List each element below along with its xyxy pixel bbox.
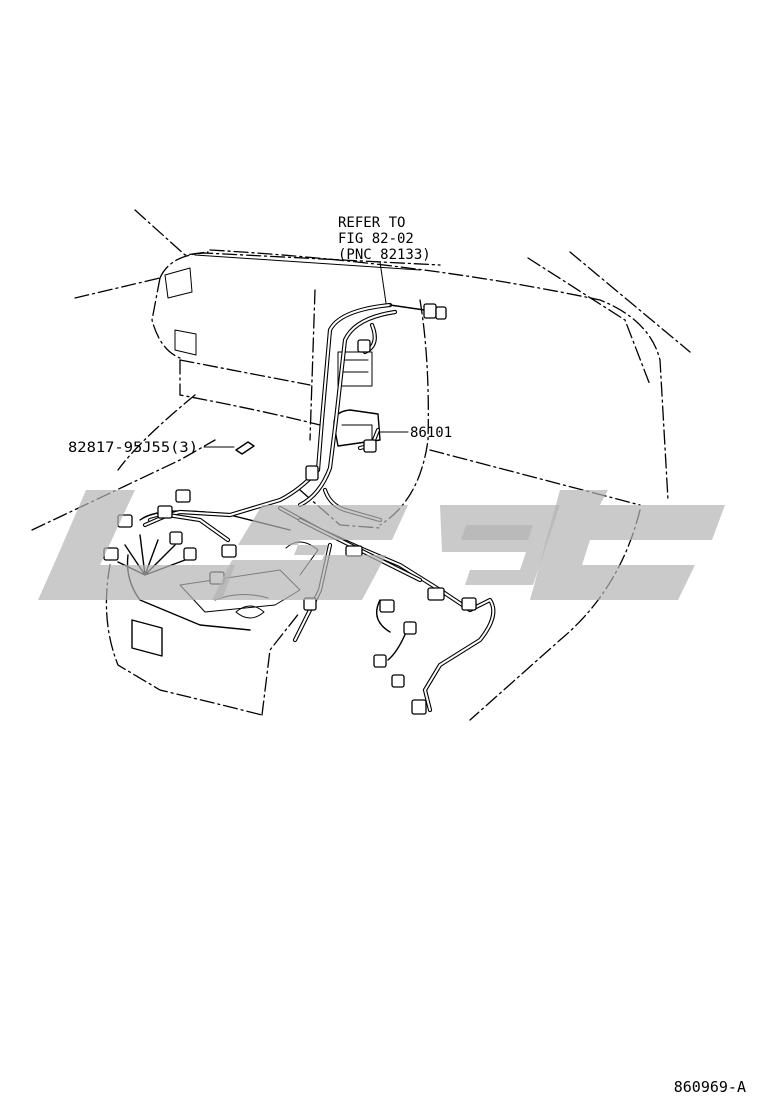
connector [423,303,437,319]
connector [305,465,319,481]
connector [175,489,191,503]
connectors [103,303,477,715]
vehicle-body-outline [31,209,691,721]
instrument-panel [117,252,441,471]
connector [345,545,363,557]
connector [157,505,173,519]
connector [411,699,427,715]
connector [373,654,387,668]
connector [379,599,395,613]
connector [403,621,417,635]
watermark-logo [38,490,725,600]
refer-line-3: (PNC 82133) [338,247,431,263]
connector [363,439,377,453]
refer-line-2: FIG 82-02 [338,231,414,247]
leader-lines [203,261,409,448]
part-86101-label: 86101 [410,425,452,441]
clamp-part-label: 82817-95J55(3) [68,440,198,456]
connector [183,547,197,561]
connector [357,339,371,353]
connector [221,544,237,558]
center-console [299,289,429,529]
connector [461,597,477,611]
figure-number: 860969-A [673,1078,746,1096]
connector [435,306,447,320]
connector [427,587,445,601]
refer-line-1: REFER TO [338,215,405,231]
refer-leader [379,261,387,304]
clamp-symbol [235,441,255,455]
connector [169,531,183,545]
connector [391,674,405,688]
